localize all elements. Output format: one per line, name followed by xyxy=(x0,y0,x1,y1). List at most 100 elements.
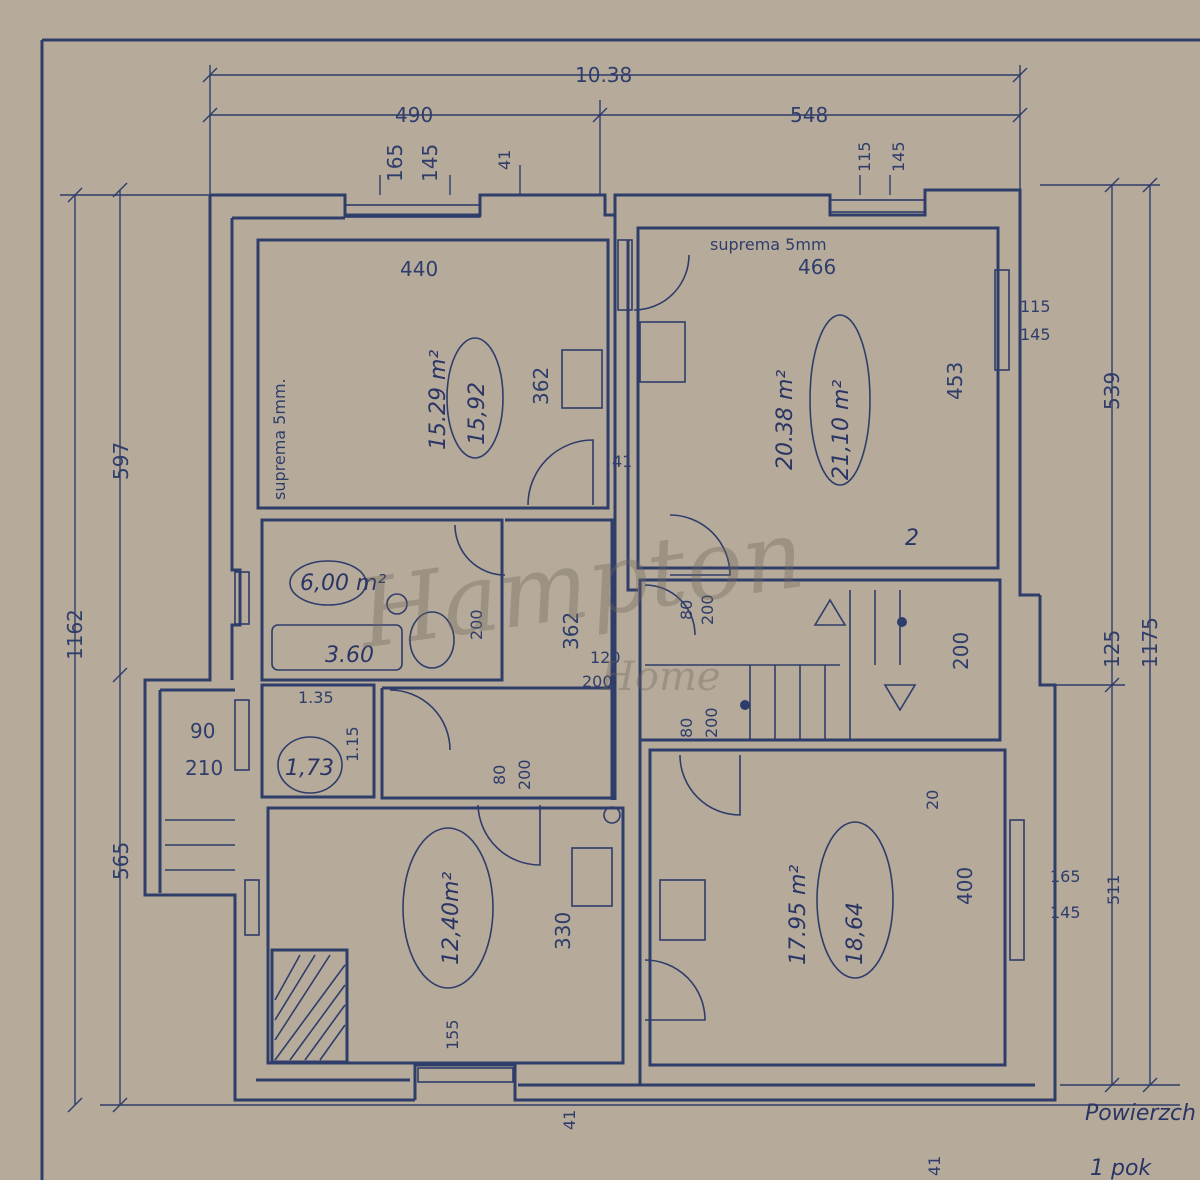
door-label-200c: 200 xyxy=(702,707,721,738)
outer-walls xyxy=(143,188,1057,1102)
door-room1 xyxy=(527,439,594,506)
dim-window-br-b: 145 xyxy=(1050,903,1081,922)
room1-area-hand: 15,92 xyxy=(465,382,490,445)
door-stairs xyxy=(644,584,696,636)
door-label-80b: 80 xyxy=(677,718,696,738)
dim-window-tr-a: 115 xyxy=(855,141,874,172)
watermark: Hampton Home xyxy=(351,499,811,700)
door-room4 xyxy=(679,754,741,816)
toilet xyxy=(409,611,455,669)
wc-side-value: 1.15 xyxy=(343,726,362,762)
dim-right-total: 1175 xyxy=(1138,617,1162,668)
door-bath xyxy=(454,524,506,576)
basin xyxy=(386,593,408,615)
window-bath xyxy=(234,571,250,625)
dim-left-lower: 565 xyxy=(109,842,133,880)
bath-area-typed: 3.60 xyxy=(325,643,374,668)
dim-room3-height: 330 xyxy=(551,912,575,950)
dim-left-total: 1162 xyxy=(63,609,87,660)
dim-top-left: 490 xyxy=(395,103,433,127)
room3-area-oval xyxy=(402,827,494,989)
dim-room1-height: 362 xyxy=(529,367,553,405)
dim-left-upper: 597 xyxy=(109,442,133,480)
note-powierzch: Powierzch xyxy=(1085,1101,1196,1126)
dim-right-upper: 539 xyxy=(1100,372,1124,410)
dim-window-r-a: 115 xyxy=(1020,297,1051,316)
room2-area-hand: 21,10 m² xyxy=(829,380,854,480)
dim-room1-width: 440 xyxy=(400,257,438,281)
wc-area-oval xyxy=(277,736,343,794)
dim-hall-height: 362 xyxy=(559,612,583,650)
door-labels: 80 200 120 200 80 200 80 200 200 xyxy=(467,594,721,790)
wc-area-hand: 1,73 xyxy=(285,756,334,781)
dim-room2-width: 466 xyxy=(798,255,836,279)
chimney-room1 xyxy=(561,349,603,409)
door-label-200d: 200 xyxy=(515,759,534,790)
dim-total-width: 10.38 xyxy=(575,63,632,87)
window-top-left xyxy=(344,204,481,218)
dim-stairs-200: 200 xyxy=(949,632,973,670)
door-label-200a: 200 xyxy=(698,594,717,625)
doors xyxy=(389,254,741,1021)
wc-area-typed: 1.35 xyxy=(298,688,334,707)
dim-room2-height: 453 xyxy=(943,362,967,400)
dim-top-right: 548 xyxy=(790,103,828,127)
dim-window-bottom: 155 xyxy=(443,1019,462,1050)
door-label-80c: 80 xyxy=(490,765,509,785)
window-entry xyxy=(234,699,250,771)
dim-right-lower: 511 xyxy=(1104,874,1123,905)
watermark-line2: Home xyxy=(599,654,721,700)
room4-area-typed: 17.95 m² xyxy=(786,865,811,965)
door-room2 xyxy=(669,514,731,576)
chimney-room3 xyxy=(571,847,613,907)
fixtures xyxy=(271,321,917,1061)
dim-right-mid: 125 xyxy=(1100,630,1124,668)
note-1-pok: 1 pok xyxy=(1090,1156,1152,1180)
door-label-200b: 200 xyxy=(582,672,613,691)
chimney-room4 xyxy=(659,879,706,941)
drain-room3 xyxy=(603,806,621,824)
dim-wall-20: 20 xyxy=(923,790,942,810)
chimney-room2 xyxy=(639,321,686,383)
door-room4-bottom xyxy=(644,959,706,1021)
sheet-border xyxy=(40,38,1200,1180)
room4-area-hand: 18,64 xyxy=(843,902,868,965)
door-label-wc-200: 200 xyxy=(467,609,486,640)
windows xyxy=(234,199,1025,1083)
room2-area-oval xyxy=(809,314,871,486)
door-label-80a: 80 xyxy=(677,600,696,620)
dim-window-tl-b: 145 xyxy=(418,144,442,182)
door-label-120: 120 xyxy=(590,648,621,667)
door-room3 xyxy=(477,804,541,866)
dim-window-tr-b: 145 xyxy=(889,141,908,172)
bathtub xyxy=(271,624,403,671)
room1-area-oval xyxy=(446,337,504,459)
bath-area-hand: 6,00 m² xyxy=(300,571,386,596)
window-room3-left xyxy=(244,879,260,936)
window-top-right xyxy=(829,199,926,213)
dim-room4-height: 400 xyxy=(953,867,977,905)
dimension-lines xyxy=(60,65,1180,1113)
dim-wall-bottom-41b: 41 xyxy=(925,1156,944,1176)
door-wc xyxy=(389,689,451,751)
bath-area-oval xyxy=(289,560,367,606)
window-right xyxy=(994,269,1010,371)
dimension-labels: 10.38 490 548 1162 597 565 539 125 511 1… xyxy=(63,63,1162,1176)
stairs-treads xyxy=(645,590,917,740)
window-partition xyxy=(617,239,633,311)
dim-window-br-a: 165 xyxy=(1050,867,1081,886)
notes: suprema 5mm suprema 5mm. Powierzch 1 pok… xyxy=(270,235,1196,1180)
dim-wall-bottom-41: 41 xyxy=(560,1110,579,1130)
dim-window-tl-a: 165 xyxy=(383,144,407,182)
door-room2-top xyxy=(633,254,690,311)
dim-window-r-b: 145 xyxy=(1020,325,1051,344)
note-suprema-left: suprema 5mm. xyxy=(270,378,289,500)
window-bottom-right xyxy=(1009,819,1025,961)
room-areas: 15.29 m² 15,92 20.38 m² 21,10 m² 12,40m²… xyxy=(277,314,894,989)
inner-walls xyxy=(256,215,1007,1085)
room2-area-typed: 20.38 m² xyxy=(773,370,798,470)
dim-entry-90: 90 xyxy=(190,719,215,743)
window-bottom xyxy=(417,1067,514,1083)
room3-area-hand: 12,40m² xyxy=(439,872,464,965)
